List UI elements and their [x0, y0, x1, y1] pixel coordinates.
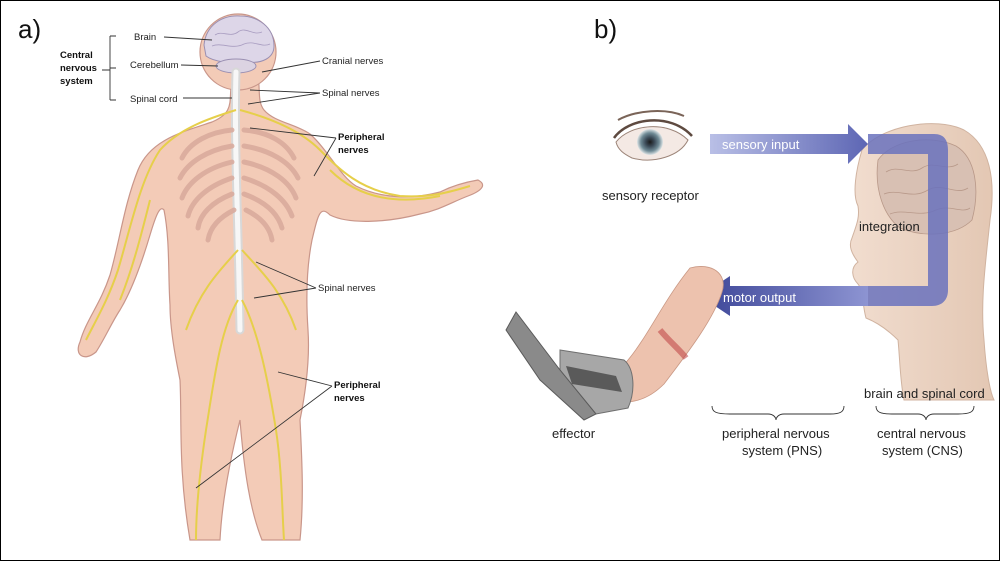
- panel-a-letter: a): [18, 14, 41, 44]
- label-cns-line2: nervous: [60, 63, 97, 74]
- brace-pns: [712, 406, 844, 420]
- head-profile-illustration: [850, 124, 994, 400]
- label-cerebellum: Cerebellum: [130, 60, 179, 71]
- label-sensory-receptor: sensory receptor: [602, 188, 699, 203]
- label-sensory-input: sensory input: [722, 137, 800, 152]
- eye-iris: [637, 129, 663, 155]
- label-spinal-nerves-top: Spinal nerves: [322, 88, 380, 99]
- label-cns-b-line2: system (CNS): [882, 443, 963, 458]
- sensory-input-arrow: sensory input: [710, 124, 868, 164]
- label-cns-b-line1: central nervous: [877, 426, 966, 441]
- human-body-illustration: [78, 14, 482, 540]
- effector-illustration: [506, 266, 723, 420]
- label-pns-line2: system (PNS): [742, 443, 822, 458]
- label-brain: Brain: [134, 32, 156, 43]
- label-spinal-nerves-mid: Spinal nerves: [318, 283, 376, 294]
- cns-bracket: [102, 36, 116, 100]
- eyebrow: [618, 111, 684, 120]
- label-peripheral-bottom-line1: Peripheral: [334, 380, 380, 391]
- label-peripheral-bottom-line2: nerves: [334, 393, 365, 404]
- label-effector: effector: [552, 426, 596, 441]
- label-peripheral-top-line1: Peripheral: [338, 132, 384, 143]
- label-spinal-cord: Spinal cord: [130, 94, 178, 105]
- label-cranial-nerves: Cranial nerves: [322, 56, 383, 67]
- label-brain-spinal: brain and spinal cord: [864, 386, 985, 401]
- brace-cns: [876, 406, 974, 420]
- label-pns-line1: peripheral nervous: [722, 426, 830, 441]
- motor-output-arrow: motor output: [700, 276, 868, 316]
- label-cns-line1: Central: [60, 50, 93, 61]
- label-motor-output: motor output: [723, 290, 796, 305]
- label-peripheral-top-line2: nerves: [338, 145, 369, 156]
- eye-illustration: [614, 111, 692, 160]
- label-integration: integration: [859, 219, 920, 234]
- label-cns-line3: system: [60, 76, 93, 87]
- panel-b-letter: b): [594, 14, 617, 44]
